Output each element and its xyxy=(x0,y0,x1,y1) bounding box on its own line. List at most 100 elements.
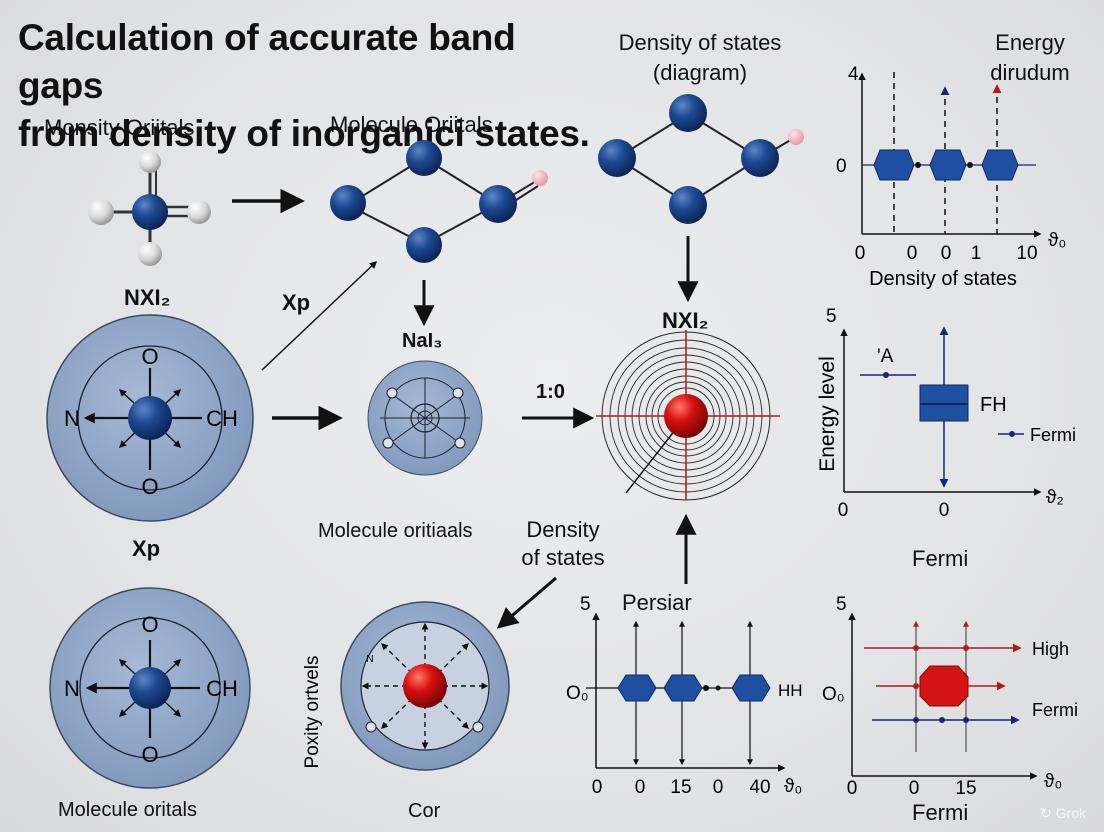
molecule-diamond-2 xyxy=(598,94,804,224)
atom-blue xyxy=(406,140,442,176)
x-tick-label: 0 xyxy=(939,500,950,521)
orbital-disc-1: O O N CH xyxy=(46,314,254,522)
concentric-orbital-rings xyxy=(596,330,780,501)
hydrogen-atom xyxy=(139,151,161,173)
dos-diagram-heading-line1: Density of states xyxy=(618,30,782,55)
orbital-disc-4: N xyxy=(340,601,510,771)
y-tick-label: 0 xyxy=(836,156,847,177)
dos-block xyxy=(617,674,657,702)
dos-diagram-heading: Density of states (diagram) xyxy=(590,28,810,88)
label-fh: FH xyxy=(980,394,1007,416)
xp-bottom-label: Xp xyxy=(132,536,161,561)
hydrogen-atom xyxy=(88,199,114,225)
dos-bottom-label-line1: Density xyxy=(526,517,600,542)
arrow-to-disc-4 xyxy=(496,576,557,629)
atom-label-o: O xyxy=(141,742,158,767)
atom-blue xyxy=(479,185,517,223)
y-tick-label: 4 xyxy=(848,64,859,85)
x-tick-label: 0 xyxy=(847,778,858,799)
energy-heading: Energy dirudum xyxy=(960,28,1100,88)
x-tick-label: 0 xyxy=(838,500,849,521)
x-axis-symbol: ϑ₀ xyxy=(784,776,802,797)
atom-label-o: O xyxy=(141,474,158,499)
atom-label-o: O xyxy=(141,612,158,637)
molecule-oritiaals-label: Molecule oritiaals xyxy=(318,520,473,542)
dos-block xyxy=(731,674,771,702)
central-atom xyxy=(132,194,168,230)
x-tick-label: 0 xyxy=(855,243,866,264)
atom-label-n: N xyxy=(64,406,80,431)
energy-heading-line1: Energy xyxy=(995,30,1065,55)
y-tick-label: O₀ xyxy=(822,684,845,705)
arrow-diagonal-xp xyxy=(261,260,378,371)
x-tick-label: 0 xyxy=(941,243,952,264)
dos-block xyxy=(929,149,967,181)
label-high: High xyxy=(1032,639,1069,659)
molecule-monsity xyxy=(88,151,211,266)
band-block xyxy=(919,665,969,707)
molecule-diamond-1 xyxy=(330,140,548,263)
chart-energy-level: 5 Energy level 'A FH Fermi 0 0 ϑ₂ xyxy=(816,306,1076,521)
y-axis-label: Energy level xyxy=(816,356,839,472)
x-tick-label: 0 xyxy=(713,777,724,798)
monsity-orbitals-label: Monsity Oriitals xyxy=(44,115,195,140)
atom-blue xyxy=(406,227,442,263)
energy-heading-line2: dirudum xyxy=(990,60,1070,85)
watermark-text: Grok xyxy=(1055,805,1086,821)
dos-bottom-label-line2: of states xyxy=(521,545,605,570)
x-tick-label: 0 xyxy=(909,778,920,799)
x-tick-label: 15 xyxy=(670,777,691,798)
label-fermi: Fermi xyxy=(1032,700,1078,720)
y-tick-label: 5 xyxy=(580,594,591,615)
cor-label: Cor xyxy=(408,800,441,822)
fermi-bottom-label: Fermi xyxy=(912,800,969,825)
atom-label-ch: CH xyxy=(206,676,238,701)
fermi-mid-label: Fermi xyxy=(912,546,969,571)
dos-diagram-heading-line2: (diagram) xyxy=(652,60,748,85)
dos-block xyxy=(981,149,1019,181)
orbital-disc-3: O O N CH xyxy=(49,587,251,789)
x-axis-symbol: ϑ₀ xyxy=(1044,771,1062,792)
atom-blue xyxy=(741,139,779,177)
x-tick-label: 40 xyxy=(749,777,770,798)
page-title: Calculation of accurate band gaps from d… xyxy=(18,14,598,158)
x-axis-label: Density of states xyxy=(869,268,1017,290)
dos-bottom-label: Density of states xyxy=(510,516,616,572)
orbital-disc-2 xyxy=(367,360,483,476)
atom-pink xyxy=(788,129,804,145)
molecule-oritals-label: Molecule oritals xyxy=(58,799,197,821)
x-tick-label: 15 xyxy=(955,778,976,799)
y-tick-label: 5 xyxy=(836,594,847,615)
nxi2-right-label: NXI₂ xyxy=(662,308,709,333)
hydrogen-atom xyxy=(138,242,162,266)
atom-label-o: O xyxy=(141,344,158,369)
band-gap-box xyxy=(919,384,969,422)
atom-label-ch: CH xyxy=(206,406,238,431)
atom-blue xyxy=(669,94,707,132)
nxi2-left-label: NXI₂ xyxy=(124,285,171,310)
dos-block xyxy=(663,674,703,702)
chart-bottom-right: 5 O₀ High Fermi 0 0 15 ϑ₀ xyxy=(822,594,1078,799)
y-tick-label: 5 xyxy=(826,306,837,327)
atom-pink xyxy=(532,170,548,186)
chart-bottom-middle: 5 O₀ HH 0 0 15 0 40 ϑ₀ xyxy=(566,594,803,798)
x-tick-label: 1 xyxy=(971,243,982,264)
x-tick-label: 0 xyxy=(907,243,918,264)
ratio-label: 1:0 xyxy=(536,381,565,403)
x-tick-label: 0 xyxy=(592,777,603,798)
title-line-2: from density of inorganici states. xyxy=(18,113,590,154)
title-line-1: Calculation of accurate band gaps xyxy=(18,17,516,106)
x-tick-label: 0 xyxy=(635,777,646,798)
chart-top-right: 4 0 0 0 0 1 10 ϑ₀ Density of states xyxy=(836,64,1066,290)
watermark: ↻ Grok xyxy=(1040,805,1086,822)
persiar-label: Persiar xyxy=(622,590,692,615)
atom-label-n: N xyxy=(64,676,80,701)
atom-blue xyxy=(669,186,707,224)
poxity-orbitals-label: Poxity ortvels xyxy=(302,656,323,769)
atom-blue xyxy=(330,185,366,221)
atom-blue xyxy=(598,139,636,177)
watermark-icon: ↻ xyxy=(1040,805,1052,821)
x-tick-label: 10 xyxy=(1016,243,1037,264)
x-axis-symbol: ϑ₂ xyxy=(1046,487,1064,508)
